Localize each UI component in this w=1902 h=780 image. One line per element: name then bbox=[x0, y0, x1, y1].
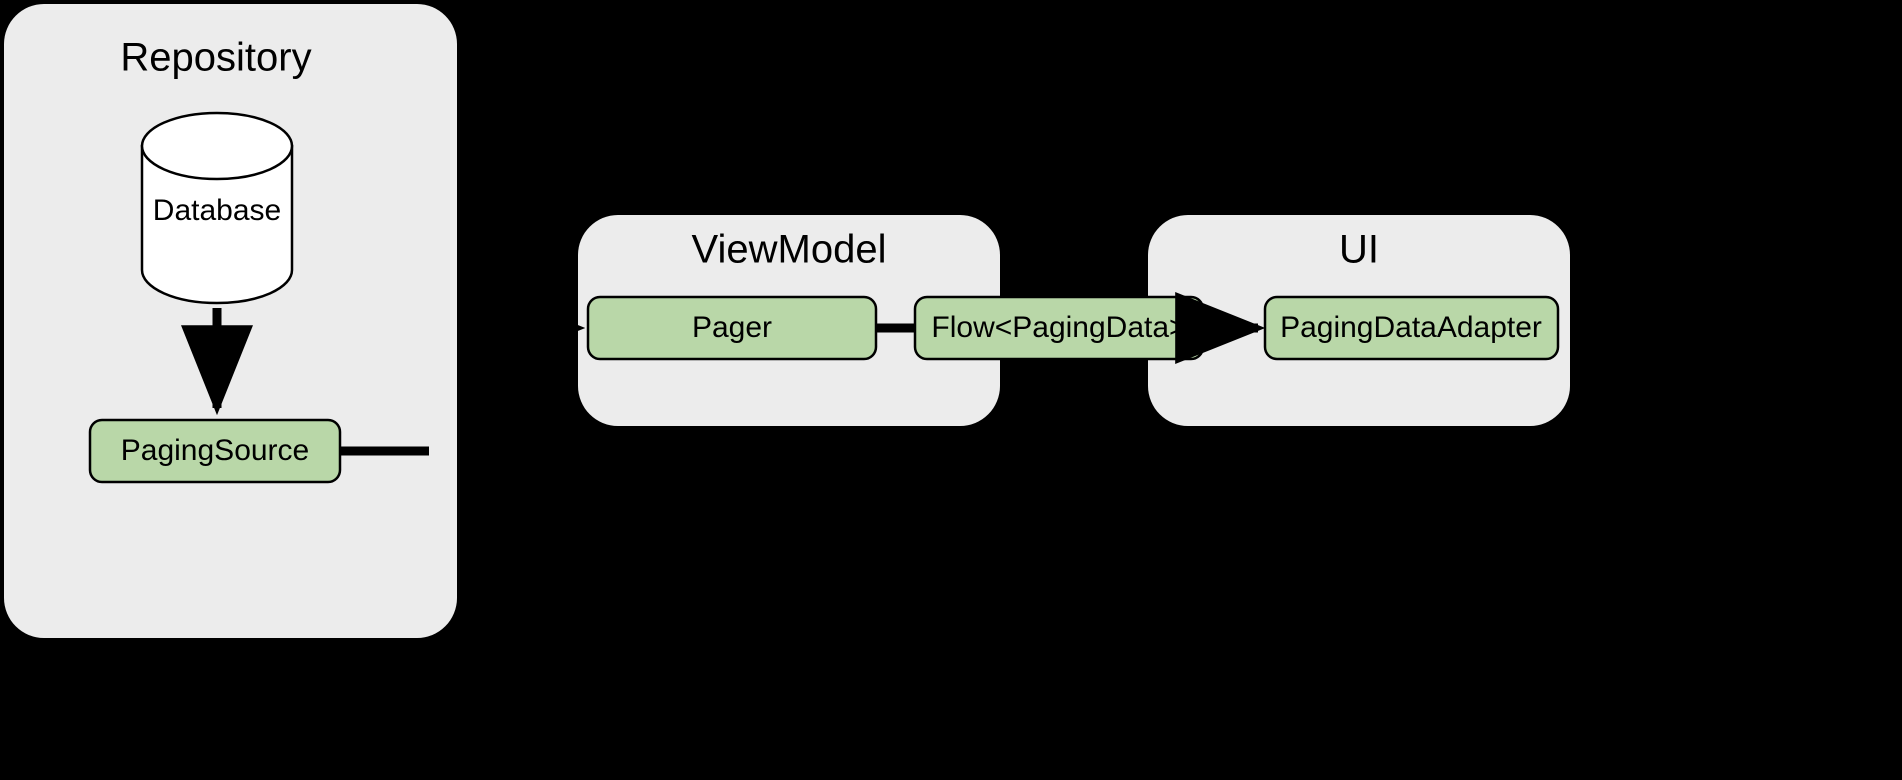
repository-container-label: Repository bbox=[120, 36, 311, 80]
viewmodel-container-label: ViewModel bbox=[692, 228, 887, 272]
pagingdataadapter-node[interactable]: PagingDataAdapter bbox=[1263, 295, 1560, 361]
database-cylinder-body bbox=[140, 144, 294, 305]
pager-node[interactable]: Pager bbox=[586, 295, 878, 361]
database-node-label: Database bbox=[153, 194, 281, 227]
pagingdataadapter-node-shape bbox=[1263, 295, 1560, 361]
repository-container-shape bbox=[4, 4, 457, 638]
database-cylinder-top bbox=[140, 111, 294, 181]
pagingsource-node[interactable]: PagingSource bbox=[88, 418, 342, 484]
ui-container-label: UI bbox=[1339, 228, 1379, 272]
repository-container: Repository bbox=[4, 4, 457, 638]
pager-node-label: Pager bbox=[692, 311, 772, 344]
database-node[interactable]: Database bbox=[140, 111, 294, 305]
flow-pagingdata-node-label: Flow<PagingData> bbox=[931, 311, 1186, 344]
pagingsource-node-label: PagingSource bbox=[121, 434, 309, 467]
flow-pagingdata-node[interactable]: Flow<PagingData> bbox=[913, 295, 1205, 361]
pagingdataadapter-node-label: PagingDataAdapter bbox=[1280, 311, 1542, 344]
